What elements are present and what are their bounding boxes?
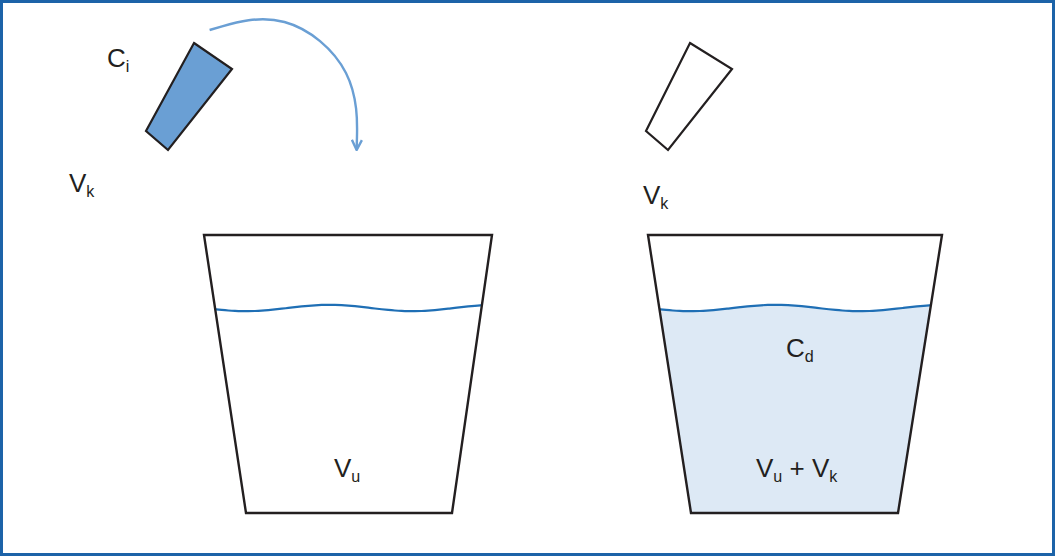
symbol-letter: V <box>812 453 829 483</box>
symbol-operator: + <box>782 453 812 483</box>
quantity-label: Ci <box>107 44 129 73</box>
symbol-letter: V <box>756 453 773 483</box>
symbol-subscript: d <box>805 347 814 365</box>
full-measuring-cup: CiVk <box>50 30 240 202</box>
symbol-subscript: k <box>829 467 837 485</box>
quantity-label: Vk <box>69 169 94 198</box>
empty-measuring-cup: Vk <box>610 30 740 202</box>
liquid-surface <box>215 305 481 311</box>
diluted-beaker: CdVu + Vk <box>648 150 942 515</box>
cup-shape <box>646 43 732 150</box>
quantity-symbol: Vu + Vk <box>756 454 837 483</box>
quantity-symbol: Vu <box>334 454 360 483</box>
symbol-subscript: u <box>351 467 360 485</box>
water-beaker: Vu <box>204 150 492 515</box>
quantity-symbol: Cd <box>786 334 814 363</box>
quantity-label: Vk <box>643 181 668 210</box>
symbol-letter: V <box>334 453 351 483</box>
symbol-subscript: k <box>86 182 94 200</box>
symbol-letter: V <box>643 180 660 210</box>
symbol-subscript: u <box>773 467 782 485</box>
cup-outline <box>610 30 740 202</box>
pour-arrow <box>210 19 358 150</box>
beaker-shape <box>648 235 942 513</box>
symbol-subscript: i <box>126 57 130 75</box>
symbol-letter: C <box>107 43 126 73</box>
liquid-fill <box>659 305 930 513</box>
cup-shape <box>146 43 232 150</box>
symbol-letter: C <box>786 333 805 363</box>
symbol-letter: V <box>69 168 86 198</box>
liquid-surface <box>659 305 930 311</box>
beaker-shape <box>204 235 492 513</box>
symbol-subscript: k <box>660 194 668 212</box>
